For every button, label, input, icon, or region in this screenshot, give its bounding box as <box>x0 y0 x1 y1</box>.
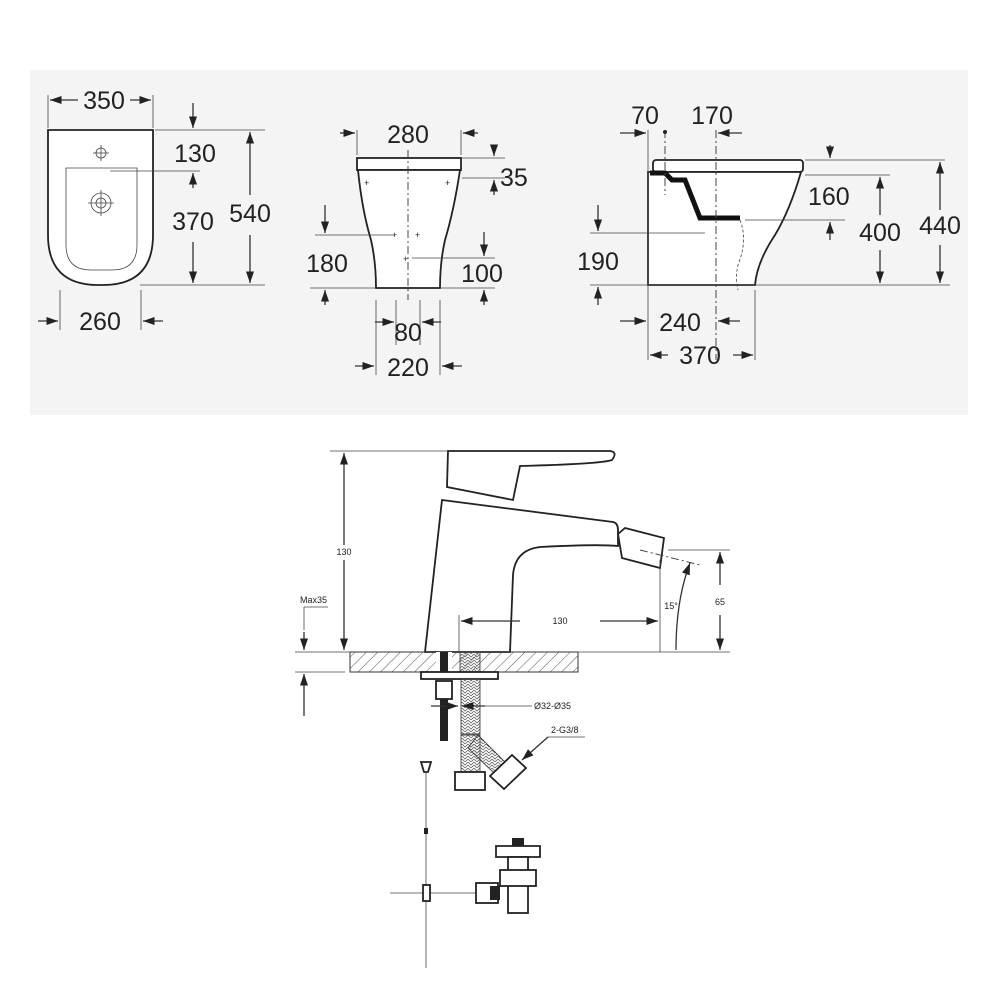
pop-up-waste-drawing <box>390 761 541 968</box>
dim-top-width-label: 280 <box>387 121 429 149</box>
rim <box>652 159 804 173</box>
svg-text:+: + <box>364 178 369 188</box>
dim-drain-offset-label: 370 <box>172 208 214 236</box>
bidet-top-view: 350 130 370 540 260 <box>38 87 271 336</box>
dimension-panel-background <box>30 70 968 415</box>
dim-base-width-label: 220 <box>387 354 429 382</box>
dim-spray-angle-label: 15° <box>664 601 678 611</box>
dim-top-offset-label: 35 <box>500 164 528 192</box>
faucet-body <box>423 498 619 653</box>
dim-outlet-height-label: 65 <box>715 597 725 607</box>
dim-rim-depth-label: 160 <box>808 183 850 211</box>
bidet-faucet-drawing: 130 Max35 130 65 15° Ø32-Ø35 2-G3/8 <box>295 450 730 791</box>
dim-drain-height-label: 190 <box>577 248 619 276</box>
svg-text:+: + <box>415 230 420 240</box>
dim-total-depth-label: 370 <box>679 342 721 370</box>
dim-tap-offset-label: 70 <box>631 102 659 130</box>
dim-base-depth-label: 240 <box>659 309 701 337</box>
lever-handle <box>446 450 616 502</box>
dim-deck-thickness-label: Max35 <box>300 595 327 605</box>
dim-width-label: 350 <box>83 87 125 115</box>
hose-nut <box>454 771 486 791</box>
dim-connection-label: 2-G3/8 <box>551 725 579 735</box>
bidet-front-view: ++ ++ + 280 35 180 100 80 220 <box>306 121 528 382</box>
pull-knob <box>419 761 433 773</box>
dim-base-width-label: 260 <box>79 308 121 336</box>
rim <box>356 157 462 171</box>
dim-fixing-height-label: 100 <box>461 260 503 288</box>
dim-depth-label: 540 <box>229 200 271 228</box>
dim-fixing-spacing-label: 80 <box>394 319 422 347</box>
dim-reach-label: 130 <box>552 616 567 626</box>
threaded-rod <box>440 699 448 741</box>
bowl-section <box>650 170 740 221</box>
svg-text:+: + <box>445 178 450 188</box>
bidet-side-view: 70 170 160 400 440 190 240 370 <box>577 102 961 370</box>
tap-hole-icon <box>93 145 109 161</box>
dim-axis-offset-label: 170 <box>691 102 733 130</box>
bowl-outline <box>65 167 138 271</box>
dim-total-height-label: 440 <box>919 212 961 240</box>
hose-nut-angled <box>488 753 528 791</box>
svg-text:+: + <box>403 254 408 264</box>
bidet-top-outline <box>47 129 154 286</box>
dim-bowl-height-label: 400 <box>859 219 901 247</box>
drain-icon <box>88 190 114 216</box>
spray-nozzle <box>617 527 665 570</box>
dim-hole-diameter-label: Ø32-Ø35 <box>534 701 571 711</box>
dim-faucet-height-label: 130 <box>336 547 351 557</box>
dim-hole-offset-label: 130 <box>174 140 216 168</box>
body-outline <box>647 171 803 286</box>
waste-flange <box>495 845 541 858</box>
dim-inlet-height-label: 180 <box>306 250 348 278</box>
